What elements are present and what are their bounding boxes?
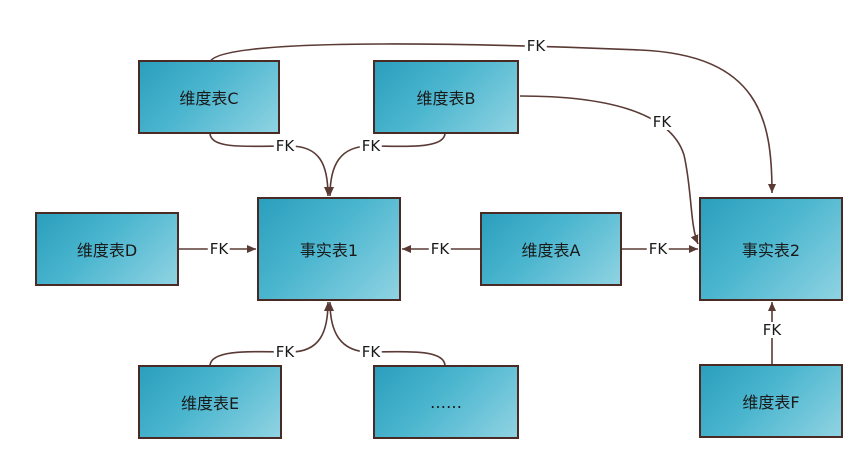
connector-b-to-fact1 [326, 132, 446, 197]
fact-table-1: 事实表1 [257, 197, 401, 301]
dim-table-f-label: 维度表F [742, 393, 800, 412]
dim-table-e-label: 维度表E [180, 394, 240, 413]
fk-label-a-to-fact2: FK [646, 240, 670, 258]
dim-table-b-label: 维度表B [416, 89, 476, 108]
fk-label-c-to-fact1: FK [273, 137, 297, 155]
fk-label-c-to-fact2: FK [524, 37, 548, 55]
dim-table-c: 维度表C [138, 60, 280, 134]
dim-table-a-label: 维度表A [521, 241, 581, 260]
fk-label-b-to-fact2: FK [650, 113, 674, 131]
connector-e-to-fact1 [209, 301, 332, 367]
fact-table-1-label: 事实表1 [299, 241, 359, 260]
dim-table-a: 维度表A [480, 212, 622, 286]
fk-label-a-to-fact1: FK [428, 240, 452, 258]
dim-table-f: 维度表F [699, 364, 843, 438]
dim-table-more-label: …… [430, 392, 462, 412]
connector-more-to-fact1 [326, 301, 446, 367]
fact-table-2-label: 事实表2 [741, 241, 801, 260]
dim-table-c-label: 维度表C [179, 89, 239, 108]
dim-table-d-label: 维度表D [76, 241, 138, 260]
connector-c-to-fact2 [209, 43, 776, 194]
fk-label-e-to-fact1: FK [273, 343, 297, 361]
dim-table-e: 维度表E [138, 365, 282, 439]
connector-b-to-fact2 [519, 95, 699, 245]
dim-table-b: 维度表B [373, 60, 519, 134]
connector-c-to-fact1 [209, 132, 332, 197]
fk-label-more-to-fact1: FK [359, 343, 383, 361]
dim-table-more: …… [373, 365, 519, 439]
fk-label-b-to-fact1: FK [359, 137, 383, 155]
fk-label-d-to-fact1: FK [207, 240, 231, 258]
fact-table-2: 事实表2 [699, 197, 843, 301]
dim-table-d: 维度表D [35, 212, 179, 286]
fk-label-f-to-fact2: FK [760, 321, 784, 339]
